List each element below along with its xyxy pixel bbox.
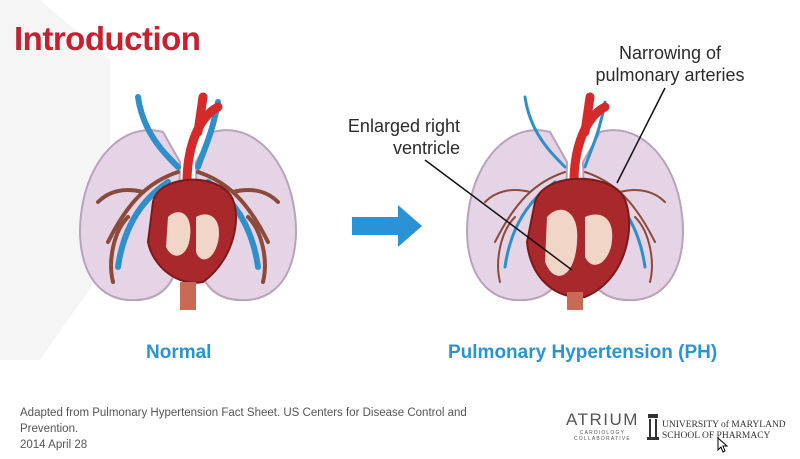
callout-arteries-line1: Narrowing of (618, 43, 722, 63)
source-line2: 2014 April 28 (20, 439, 88, 451)
ph-caption: Pulmonary Hypertension (PH) (448, 342, 718, 363)
page-title: Introduction (14, 20, 201, 57)
normal-heart-lungs-illustration (79, 92, 297, 310)
ph-heart-lungs-illustration (466, 92, 684, 310)
source-line1: Adapted from Pulmonary Hypertension Fact… (20, 407, 467, 435)
callout-narrowing-arteries: Narrowing of pulmonary arteries (590, 42, 750, 86)
atrium-logo: ATRIUM CARDIOLOGY COLLABORATIVE (566, 410, 639, 442)
atrium-logo-sub1: CARDIOLOGY (579, 430, 626, 436)
source-citation: Adapted from Pulmonary Hypertension Fact… (20, 405, 520, 453)
callout-ventricle-line2: ventricle (392, 138, 460, 158)
umd-logo-line2: SCHOOL OF PHARMACY (662, 431, 771, 441)
transition-arrow-icon (352, 205, 422, 247)
callout-arteries-line2: pulmonary arteries (595, 65, 745, 85)
mouse-cursor-icon (717, 437, 729, 453)
atrium-logo-sub2: COLLABORATIVE (573, 436, 631, 442)
atrium-logo-main: ATRIUM (566, 410, 639, 429)
umd-logo-line1: UNIVERSITY of MARYLAND (662, 420, 786, 430)
callout-enlarged-right-ventricle: Enlarged right ventricle (338, 115, 460, 159)
normal-caption: Normal (146, 342, 212, 363)
umd-building-icon (647, 414, 659, 440)
callout-ventricle-line1: Enlarged right (347, 116, 460, 136)
